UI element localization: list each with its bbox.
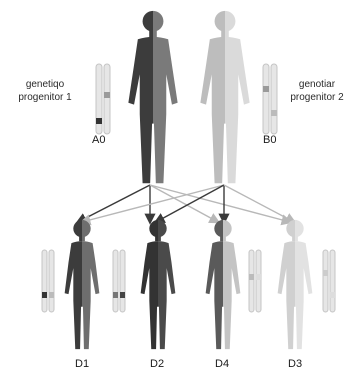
parent-1-label-line2: progenitor 1 [6,91,84,104]
parent-2-code: B0 [263,134,276,146]
parent-2-label: genotiar progenitor 2 [280,78,354,104]
child-d4-chromosomes [249,250,261,312]
child-d3-figure [278,220,313,349]
child-d4-figure [206,220,241,349]
child-d1-figure [65,220,100,349]
child-d2-figure [141,220,176,349]
child-d3-code: D3 [288,358,302,370]
parent-1-label: genetiqo progenitor 1 [6,78,84,104]
parent-1-chromosomes [96,64,110,134]
parent-1-figure [128,11,177,183]
parent-1-label-line1: genetiqo [6,78,84,91]
child-d4-code: D4 [215,358,229,370]
child-d3-chromosomes [323,250,335,312]
parent-2-label-line2: progenitor 2 [280,91,354,104]
inheritance-arrows [78,185,294,222]
parent-2-label-line1: genotiar [280,78,354,91]
parent-2-chromosomes [263,64,277,134]
child-d1-code: D1 [75,358,89,370]
child-d2-code: D2 [150,358,164,370]
parent-2-figure [200,11,249,183]
parent-1-code: A0 [92,134,105,146]
